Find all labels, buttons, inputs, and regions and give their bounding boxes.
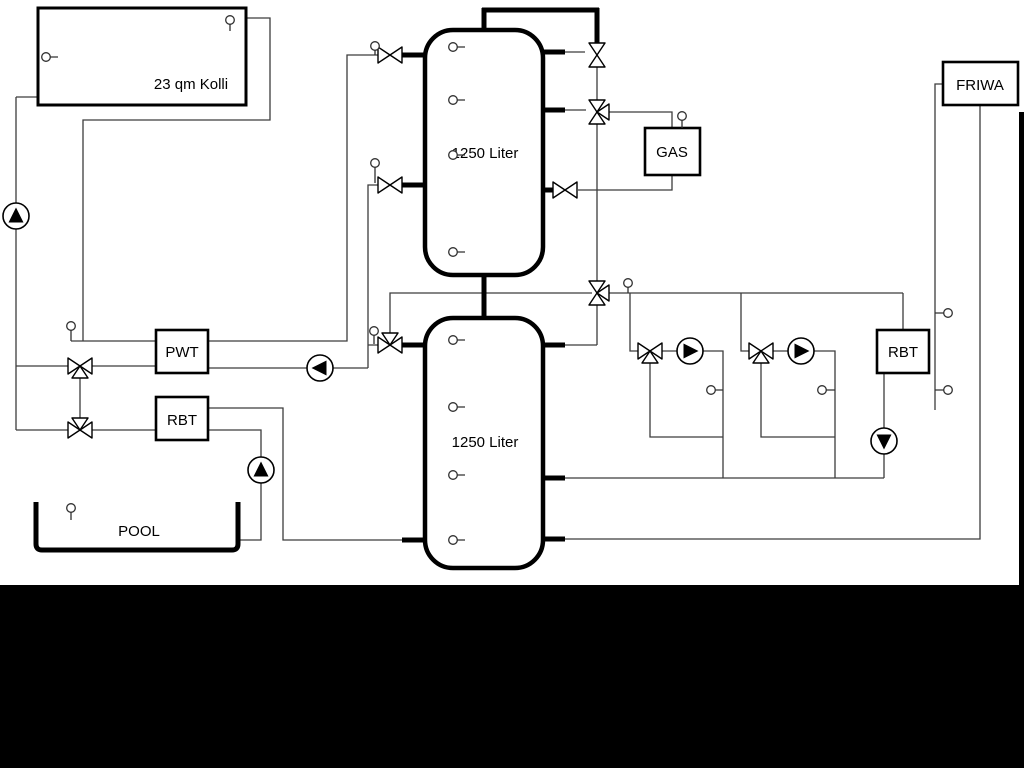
pump-down-icon xyxy=(870,427,898,455)
temp-sensor-icon xyxy=(448,95,458,105)
buffer-tank-bottom: 1250 Liter xyxy=(422,315,546,571)
pool-basin: POOL xyxy=(33,502,241,553)
tank-main-pipes xyxy=(481,7,600,318)
temp-sensor-icon xyxy=(677,111,687,121)
pool-label: POOL xyxy=(118,523,160,540)
temp-sensor-icon xyxy=(943,385,953,395)
temp-sensor-icon xyxy=(448,247,458,257)
valve-icon xyxy=(377,46,403,64)
temp-sensor-icon xyxy=(225,15,235,25)
bottom-black-band xyxy=(0,585,1024,768)
tank-stubs xyxy=(402,49,565,543)
temp-sensor-icon xyxy=(370,41,380,51)
tank-bottom-label: 1250 Liter xyxy=(452,434,519,451)
pump-up-icon xyxy=(247,456,275,484)
temp-sensor-icon xyxy=(66,503,76,513)
pool-pipes xyxy=(208,407,403,541)
gas-label: GAS xyxy=(656,144,688,161)
heating-circuit-pipes xyxy=(565,292,904,479)
collector-label: 23 qm Kolli xyxy=(154,76,228,93)
temp-sensor-icon xyxy=(817,385,827,395)
three-way-valve-icon xyxy=(377,332,403,354)
temp-sensor-icon xyxy=(448,150,458,160)
valve-icon xyxy=(377,176,403,194)
temp-sensor-icon xyxy=(66,321,76,331)
friwa-box: FRIWA xyxy=(941,60,1020,107)
valve-icon xyxy=(552,181,578,199)
temp-sensor-icon xyxy=(370,158,380,168)
gas-boiler-box: GAS xyxy=(643,126,702,177)
temp-sensor-icon xyxy=(448,535,458,545)
temp-sensor-icon xyxy=(448,402,458,412)
pwt-heat-exchanger-box: PWT xyxy=(154,328,210,375)
three-way-valve-icon xyxy=(67,417,93,439)
rbt-left-box: RBT xyxy=(154,395,210,442)
pump-left-icon xyxy=(306,354,334,382)
valve-icon xyxy=(588,42,606,68)
rbt-right-box: RBT xyxy=(875,328,931,375)
buffer-tank-top: 1250 Liter xyxy=(422,27,546,278)
temp-sensor-icon xyxy=(448,470,458,480)
right-edge-black-strip xyxy=(1019,112,1024,585)
pwt-label: PWT xyxy=(165,344,198,361)
tank-top-label: 1250 Liter xyxy=(452,145,519,162)
boiler-pipes xyxy=(565,51,673,346)
three-way-valve-icon xyxy=(588,99,610,125)
temp-sensor-icon xyxy=(41,52,51,62)
rbt-left-label: RBT xyxy=(167,412,197,429)
friwa-pipes xyxy=(565,83,981,540)
temp-sensor-icon xyxy=(943,308,953,318)
rbt-right-label: RBT xyxy=(888,344,918,361)
sensor-stems xyxy=(50,24,944,541)
three-way-valve-icon xyxy=(67,357,93,379)
mixing-valve-icon xyxy=(637,342,663,364)
solar-collector: 23 qm Kolli xyxy=(36,6,248,107)
temp-sensor-icon xyxy=(623,278,633,288)
temp-sensor-icon xyxy=(448,335,458,345)
pump-up-icon xyxy=(2,202,30,230)
temp-sensor-icon xyxy=(369,326,379,336)
friwa-label: FRIWA xyxy=(956,77,1004,94)
pipe-network-thick xyxy=(402,7,600,543)
temperature-sensors xyxy=(41,15,953,545)
temp-sensor-icon xyxy=(706,385,716,395)
pump-right-icon xyxy=(676,337,704,365)
pump-right-icon xyxy=(787,337,815,365)
temp-sensor-icon xyxy=(448,42,458,52)
mixing-valve-icon xyxy=(748,342,774,364)
